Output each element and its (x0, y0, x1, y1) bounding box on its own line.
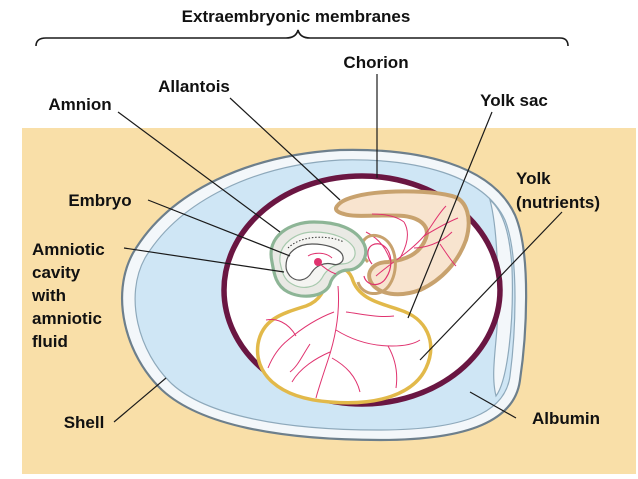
leader-amnion (117, 111, 281, 233)
leader-yolk-sac (407, 111, 493, 319)
label-amnion: Amnion (48, 95, 111, 114)
label-yolk-line1: Yolk (516, 169, 551, 188)
leader-lines (113, 74, 563, 423)
label-amniotic-line2: cavity (32, 263, 81, 282)
leader-allantois (229, 97, 341, 201)
embryo (285, 236, 345, 281)
leader-shell (113, 377, 167, 423)
label-albumin: Albumin (532, 409, 600, 428)
label-amniotic-line3: with (31, 286, 66, 305)
label-allantois: Allantois (158, 77, 230, 96)
leader-yolk (419, 211, 563, 361)
diagram-title: Extraembryonic membranes (182, 7, 411, 26)
label-yolk-line2: (nutrients) (516, 193, 600, 212)
yolk-vessels (265, 285, 421, 399)
embryo-vessels (307, 252, 337, 275)
leader-embryo (147, 199, 291, 257)
label-amniotic-line4: amniotic (32, 309, 102, 328)
label-amniotic-line5: fluid (32, 332, 68, 351)
label-yolk-sac: Yolk sac (480, 91, 548, 110)
somite-ridge (287, 236, 345, 249)
label-embryo: Embryo (68, 191, 131, 210)
leader-amniotic-cavity (123, 247, 285, 273)
extraembryonic-brace (35, 29, 569, 47)
label-chorion: Chorion (343, 53, 408, 72)
leader-albumin (469, 391, 517, 419)
label-shell: Shell (64, 413, 105, 432)
label-amniotic-line1: Amniotic (32, 240, 105, 259)
